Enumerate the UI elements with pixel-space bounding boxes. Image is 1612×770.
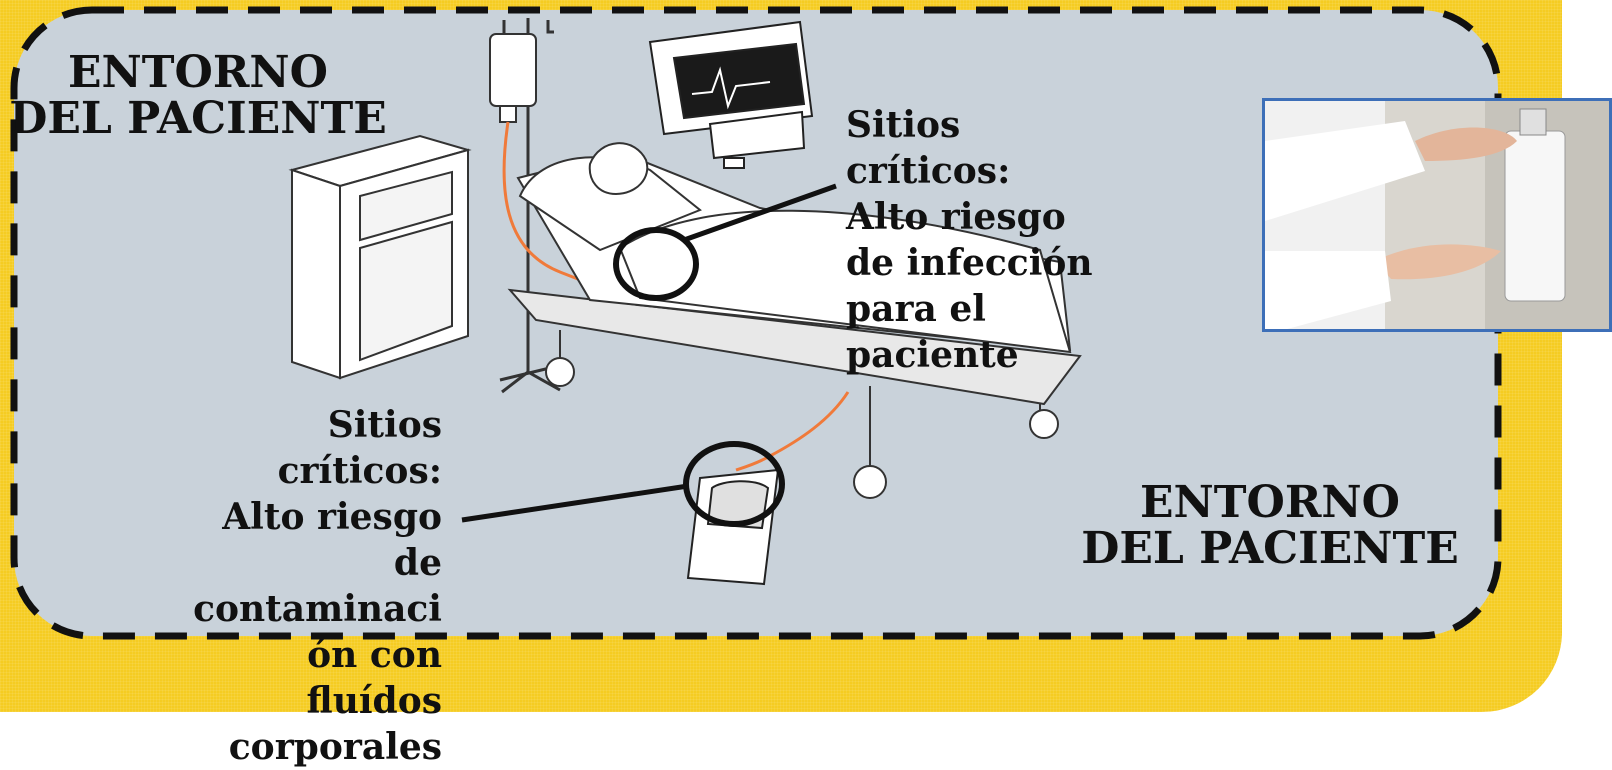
vital-signs-monitor [648,20,814,169]
hand-sanitizer-icon [1265,101,1609,329]
hand-sanitizer-photo [1262,98,1612,332]
bedside-cabinet [288,134,472,380]
catheter-tube [735,391,850,472]
pointer-line-arm [683,183,837,243]
drainage-bag [686,468,780,586]
critical-site-fluids-label: Sitios críticos: Alto riesgo de contamin… [193,404,442,768]
critical-site-circle-arm [613,227,699,301]
iv-bag [489,33,537,123]
zone-label-top-left: ENTORNO DEL PACIENTE [9,47,387,144]
pointer-line-bag [461,483,689,523]
zone-label-bottom-right: ENTORNO DEL PACIENTE [1081,477,1459,574]
critical-site-patient-label: Sitios críticos: Alto riesgo de infecció… [846,104,1093,376]
